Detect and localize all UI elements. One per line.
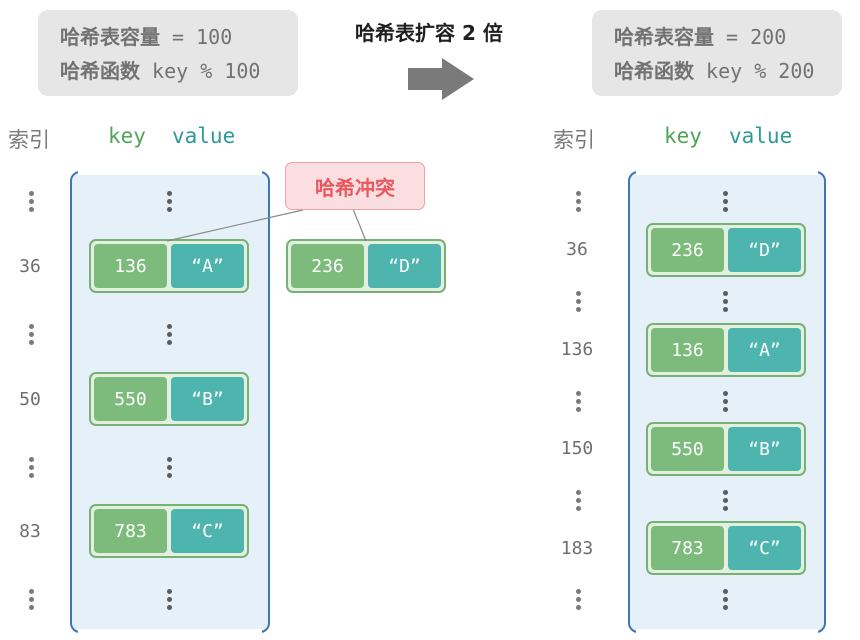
right-header-value: value [729,124,793,148]
right-index-ellipsis [575,291,581,315]
left-index-ellipsis [28,324,34,348]
right-header-key: key [664,124,702,148]
right-index-label: 36 [566,239,588,260]
left-header-index: 索引 [8,128,50,152]
left-index-ellipsis [28,457,34,481]
right-kv-pair: 236 “D” [646,223,806,277]
left-capacity-expr: = 100 [160,25,233,49]
kv-value: “A” [728,328,801,372]
left-index-ellipsis [28,191,34,215]
left-func-expr: key % 100 [140,59,261,83]
right-index-label: 183 [560,538,594,559]
right-index-ellipsis [575,589,581,613]
right-index-label: 150 [560,438,594,459]
right-header-index: 索引 [553,128,595,152]
right-kv-pair: 550 “B” [646,422,806,476]
left-index-label: 83 [19,521,41,542]
right-bucket-ellipsis [722,589,728,613]
left-kv-pair: 783 “C” [89,504,249,558]
left-capacity-label: 哈希表容量 [60,25,160,49]
diagram-title: 哈希表扩容 2 倍 [355,21,503,45]
kv-value: “B” [171,377,244,421]
right-index-ellipsis [575,490,581,514]
right-bucket-ellipsis [722,490,728,514]
left-index-ellipsis [28,589,34,613]
kv-value: “C” [171,509,244,553]
left-index-label: 36 [19,256,41,277]
right-bucket-ellipsis [722,191,728,215]
kv-key: 136 [94,244,167,288]
right-capacity-line: 哈希表容量 = 200 [614,20,842,54]
left-bucket-ellipsis [166,324,172,348]
left-func-line: 哈希函数 key % 100 [60,54,298,88]
left-capacity-line: 哈希表容量 = 100 [60,20,298,54]
right-bucket-ellipsis [722,391,728,415]
left-header-key: key [108,124,146,148]
kv-key: 783 [94,509,167,553]
left-panel-top-gap [78,169,262,175]
left-func-label: 哈希函数 [60,59,140,83]
right-index-ellipsis [575,391,581,415]
right-panel-bottom-gap [636,629,818,635]
kv-key: 236 [291,244,364,288]
kv-value: “C” [728,526,801,570]
right-capacity-expr: = 200 [714,25,787,49]
left-info-box: 哈希表容量 = 100 哈希函数 key % 100 [38,10,298,96]
left-header-value: value [172,124,236,148]
kv-value: “B” [728,427,801,471]
conflict-label: 哈希冲突 [285,162,425,210]
left-bucket-ellipsis [166,191,172,215]
right-kv-pair: 783 “C” [646,521,806,575]
left-bucket-ellipsis [166,589,172,613]
kv-key: 236 [651,228,724,272]
kv-key: 550 [94,377,167,421]
kv-key: 783 [651,526,724,570]
collision-kv-pair: 236 “D” [286,239,446,293]
kv-value: “D” [368,244,441,288]
kv-value: “A” [171,244,244,288]
right-func-label: 哈希函数 [614,59,694,83]
right-info-box: 哈希表容量 = 200 哈希函数 key % 200 [592,10,842,96]
right-index-label: 136 [560,339,594,360]
arrow-right-icon [408,58,474,100]
left-panel-bottom-gap [78,629,262,635]
left-bucket-ellipsis [166,457,172,481]
kv-key: 136 [651,328,724,372]
right-func-expr: key % 200 [694,59,815,83]
right-kv-pair: 136 “A” [646,323,806,377]
kv-key: 550 [651,427,724,471]
left-kv-pair: 550 “B” [89,372,249,426]
right-func-line: 哈希函数 key % 200 [614,54,842,88]
left-index-label: 50 [19,389,41,410]
right-bucket-ellipsis [722,291,728,315]
kv-value: “D” [728,228,801,272]
right-index-ellipsis [575,191,581,215]
right-capacity-label: 哈希表容量 [614,25,714,49]
right-panel-top-gap [636,169,818,175]
